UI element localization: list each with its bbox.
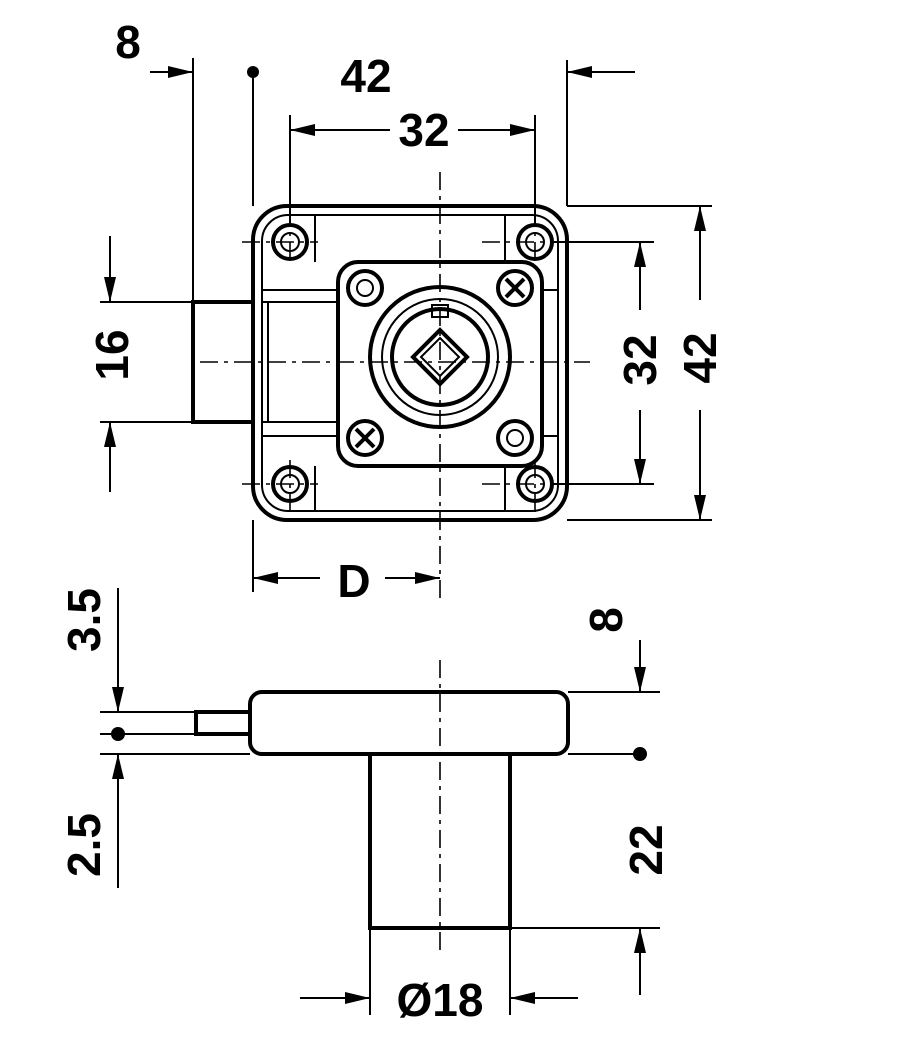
dim-hole-spacing-h: 32	[398, 104, 449, 156]
side-view: 3.5 2.5 8 22 Ø18	[58, 588, 672, 1026]
rivet-icon	[346, 269, 384, 307]
dim-cylinder-diameter: Ø18	[397, 974, 484, 1026]
channel-lines	[262, 215, 558, 511]
rivet-icon	[496, 419, 534, 457]
dim-bolt-height: 16	[86, 329, 138, 380]
top-view: 8 42 32 16 32 42 D	[86, 16, 726, 607]
dim-bolt-offset: 8	[115, 16, 141, 68]
side-bolt	[194, 710, 252, 736]
screw-icon	[496, 269, 534, 307]
center-lines	[200, 172, 590, 598]
housing-inner	[261, 214, 559, 512]
dim-bolt-top: 3.5	[58, 588, 110, 652]
plate-screws	[346, 269, 534, 457]
screw-icon	[346, 419, 384, 457]
dimension-arrows	[104, 66, 706, 584]
side-dimension-arrows	[111, 588, 647, 1004]
dim-outer-width: 42	[340, 50, 391, 102]
housing-outer	[251, 204, 569, 522]
dim-backset: D	[337, 555, 370, 607]
side-plate	[248, 690, 570, 756]
extension-lines	[100, 58, 712, 592]
dim-plate-thickness: 8	[580, 607, 632, 633]
dim-cylinder-length: 22	[620, 824, 672, 875]
dim-hole-spacing-v: 32	[614, 334, 666, 385]
dim-bolt-bottom: 2.5	[58, 813, 110, 877]
inner-plate	[336, 260, 544, 468]
side-extension-lines	[100, 691, 660, 1015]
dim-outer-height: 42	[674, 332, 726, 383]
